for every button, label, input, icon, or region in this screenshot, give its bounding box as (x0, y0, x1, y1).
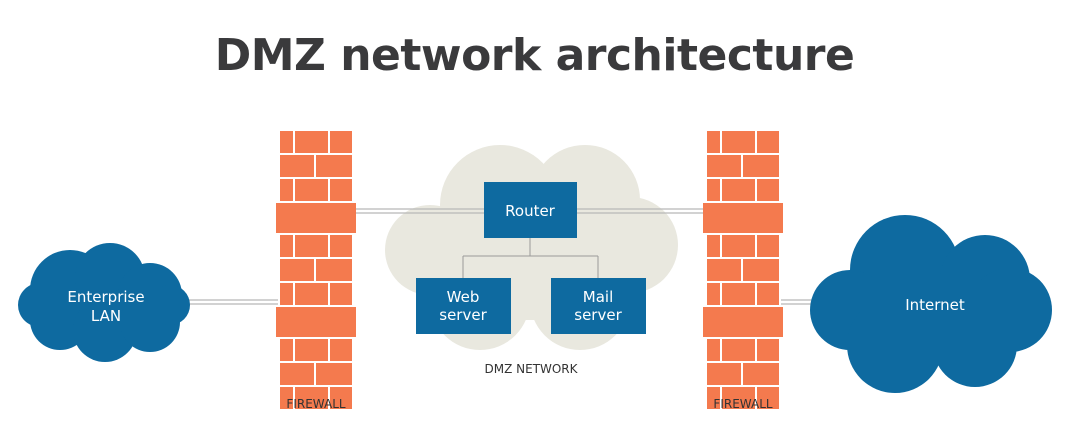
brick (295, 131, 328, 153)
mail-server-label-1: Mail (583, 288, 613, 306)
brick (330, 387, 352, 409)
brick (707, 339, 720, 361)
brick (743, 155, 779, 177)
brick (707, 283, 720, 305)
brick (722, 339, 755, 361)
brick (316, 259, 352, 281)
internet-cloud[interactable]: Internet (810, 215, 1052, 393)
brick (707, 387, 720, 409)
brick (757, 179, 779, 201)
firewall-right-label: FIREWALL (713, 397, 772, 411)
enterprise-lan-cloud[interactable]: Enterprise LAN (18, 243, 190, 362)
brick (722, 235, 755, 257)
brick (330, 283, 352, 305)
brick (330, 179, 352, 201)
brick (722, 131, 755, 153)
brick (295, 283, 328, 305)
brick (280, 387, 293, 409)
brick (295, 179, 328, 201)
brick (280, 259, 314, 281)
brick (757, 283, 779, 305)
firewall-left-label: FIREWALL (286, 397, 345, 411)
brick (280, 283, 293, 305)
brick (707, 179, 720, 201)
brick (316, 363, 352, 385)
enterprise-lan-label-1: Enterprise (67, 288, 144, 306)
brick (280, 179, 293, 201)
internet-label: Internet (905, 296, 965, 314)
firewall-band (276, 307, 356, 337)
brick (757, 339, 779, 361)
web-server-node[interactable]: Web server (416, 278, 511, 334)
brick (707, 235, 720, 257)
brick (757, 235, 779, 257)
brick (295, 339, 328, 361)
brick (722, 179, 755, 201)
brick (330, 339, 352, 361)
firewall-band (276, 203, 356, 233)
firewall-right (703, 131, 783, 409)
brick (707, 259, 741, 281)
brick (707, 155, 741, 177)
brick (280, 155, 314, 177)
brick (707, 363, 741, 385)
page-title: DMZ network architecture (214, 30, 855, 81)
brick (280, 235, 293, 257)
mail-server-node[interactable]: Mail server (551, 278, 646, 334)
brick (330, 131, 352, 153)
router-label: Router (505, 202, 556, 220)
brick (722, 387, 755, 409)
dmz-network-label: DMZ NETWORK (484, 362, 578, 376)
firewall-left (276, 131, 356, 409)
brick (316, 155, 352, 177)
brick (280, 363, 314, 385)
firewall-band (703, 307, 783, 337)
mail-server-label-2: server (574, 306, 622, 324)
brick (295, 235, 328, 257)
web-server-label-1: Web (447, 288, 480, 306)
firewall-band (703, 203, 783, 233)
brick (757, 387, 779, 409)
router-tree-lines (462, 238, 599, 278)
brick (330, 235, 352, 257)
brick (280, 339, 293, 361)
router-node[interactable]: Router (484, 182, 577, 238)
brick (743, 259, 779, 281)
brick (757, 131, 779, 153)
brick (280, 131, 293, 153)
brick (743, 363, 779, 385)
web-server-label-2: server (439, 306, 487, 324)
brick (722, 283, 755, 305)
enterprise-lan-label-2: LAN (91, 307, 121, 325)
brick (295, 387, 328, 409)
brick (707, 131, 720, 153)
connector-lines (188, 208, 812, 305)
